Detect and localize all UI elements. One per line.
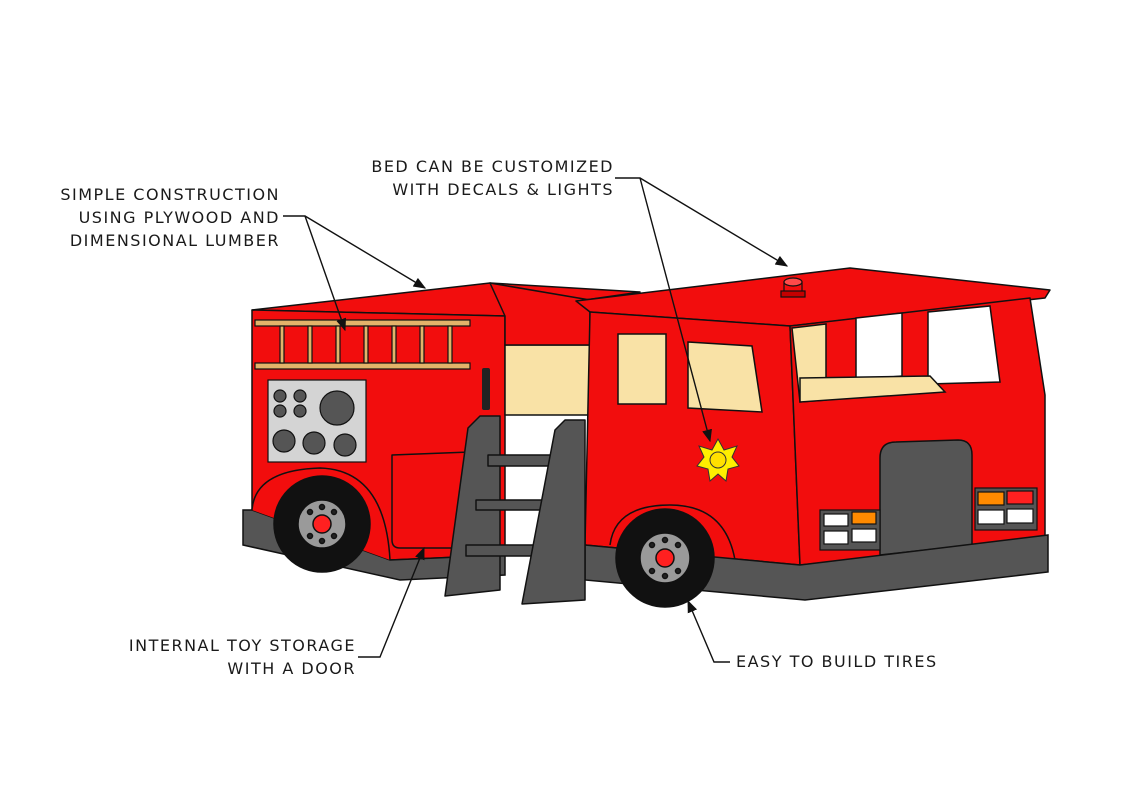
leader-customize-badge [639, 177, 712, 443]
step-tread-2 [475, 499, 551, 511]
side-window-1 [617, 333, 667, 405]
leader-construction-ladder [304, 215, 347, 332]
storage-door [391, 451, 471, 549]
leader-construction-top [283, 215, 427, 289]
callout-construction-line-3: DIMENSIONAL LUMBER [69, 231, 280, 250]
cab-windows [617, 305, 1001, 413]
cab-interior-floor [799, 375, 947, 403]
callout-construction: SIMPLE CONSTRUCTION USING PLYWOOD AND DI… [30, 183, 280, 252]
windshield-center [855, 312, 903, 381]
left-headlights [819, 509, 881, 551]
fire-badge-decal [696, 437, 740, 482]
beacon-light [780, 277, 806, 298]
bed-rail [489, 282, 591, 346]
callout-customize-line-1: BED CAN BE CUSTOMIZED [371, 157, 614, 176]
bed-floor [504, 344, 591, 416]
callout-construction-line-2: USING PLYWOOD AND [78, 208, 280, 227]
front-wheel [615, 508, 715, 608]
callout-storage-line-1: INTERNAL TOY STORAGE [128, 636, 356, 655]
side-ladder [254, 319, 471, 370]
rear-wheel [273, 475, 371, 573]
step-tread-3 [465, 544, 541, 557]
callout-leaders [283, 177, 789, 663]
leader-storage [358, 546, 425, 658]
side-window-2 [687, 341, 763, 413]
bed-steps [444, 415, 586, 605]
rear-handle [482, 368, 490, 410]
right-headlights [974, 487, 1038, 531]
gauge-panel [267, 379, 367, 463]
windshield-right [927, 305, 1001, 385]
leader-tires [687, 599, 730, 663]
callout-tires-line-1: EASY TO BUILD TIRES [736, 652, 938, 671]
callout-storage-line-2: WITH A DOOR [227, 659, 356, 678]
callout-storage: INTERNAL TOY STORAGE WITH A DOOR [90, 634, 356, 680]
callout-tires: EASY TO BUILD TIRES [736, 650, 996, 673]
callout-customize: BED CAN BE CUSTOMIZED WITH DECALS & LIGH… [330, 155, 614, 201]
leader-customize-beacon [615, 177, 789, 267]
callout-construction-line-1: SIMPLE CONSTRUCTION [60, 185, 280, 204]
grille [879, 439, 973, 556]
callout-customize-line-2: WITH DECALS & LIGHTS [392, 180, 614, 199]
